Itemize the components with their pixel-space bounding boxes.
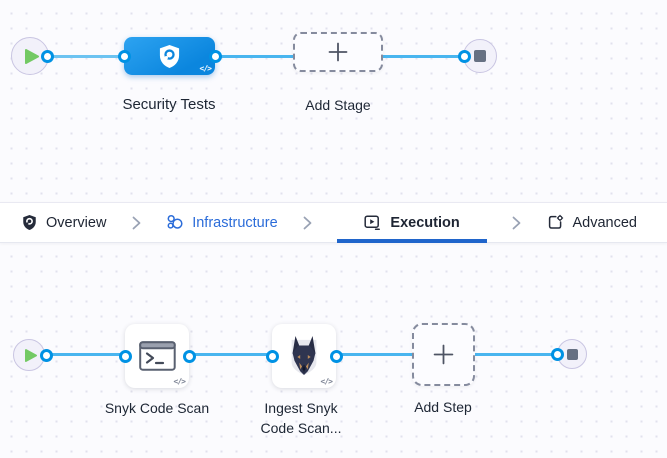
infrastructure-icon [167,214,183,229]
node-connector-dot[interactable] [329,349,343,363]
node-connector-dot[interactable] [182,349,196,363]
security-shield-icon [159,44,180,68]
stage-label[interactable]: Security Tests [122,96,216,113]
add-stage-button[interactable] [293,32,383,72]
connector-line [473,352,559,356]
play-icon [24,348,37,362]
code-badge: </> [173,377,186,386]
connector-line [381,54,467,58]
code-badge: </> [199,64,212,73]
terminal-icon [138,341,176,371]
node-connector-dot[interactable] [265,349,279,363]
chevron-right-icon [303,216,312,230]
add-step-label[interactable]: Add Step [414,399,472,415]
tab-label: Advanced [572,214,638,231]
stage-config-tabbar: Overview Infrastructure Execution [0,202,667,243]
plus-icon [433,344,454,365]
play-icon [24,48,39,64]
node-connector-dot[interactable] [457,49,471,63]
plus-icon [328,42,348,62]
connector-line [45,54,127,58]
connector-line [213,54,295,58]
code-badge: </> [320,377,333,386]
connector-line [44,352,127,356]
step-snyk-code-scan[interactable]: </> [125,324,189,388]
tab-overview[interactable]: Overview [22,203,106,242]
advanced-icon [548,214,563,229]
node-connector-dot[interactable] [117,49,131,63]
node-connector-dot[interactable] [39,348,53,362]
stop-icon [474,50,486,62]
tab-label: Execution [390,214,460,231]
step-label-line2: Code Scan... [260,420,342,436]
chevron-right-icon [512,216,521,230]
step-label[interactable]: Snyk Code Scan [104,400,210,416]
stage-security-tests[interactable]: </> [124,37,215,75]
node-connector-dot[interactable] [550,347,564,361]
add-stage-label[interactable]: Add Stage [305,97,371,113]
connector-line [334,352,414,356]
node-connector-dot[interactable] [208,49,222,63]
tab-label: Infrastructure [192,214,278,231]
shield-icon [23,215,36,230]
tab-infrastructure[interactable]: Infrastructure [166,203,278,242]
execution-icon [364,215,381,230]
step-label[interactable]: Ingest Snyk Code Scan... [231,398,371,438]
step-label-line1: Ingest Snyk [264,400,338,416]
node-connector-dot[interactable] [40,49,54,63]
tab-execution[interactable]: Execution [337,203,488,243]
tab-label: Overview [46,214,107,231]
stop-icon [566,348,578,360]
step-ingest-snyk-code-scan[interactable]: </> [272,324,336,388]
snyk-dog-icon [291,336,317,375]
node-connector-dot[interactable] [118,349,132,363]
chevron-right-icon [132,216,141,230]
add-step-button[interactable] [412,323,475,386]
connector-line [187,352,274,356]
tab-advanced[interactable]: Advanced [547,203,638,242]
